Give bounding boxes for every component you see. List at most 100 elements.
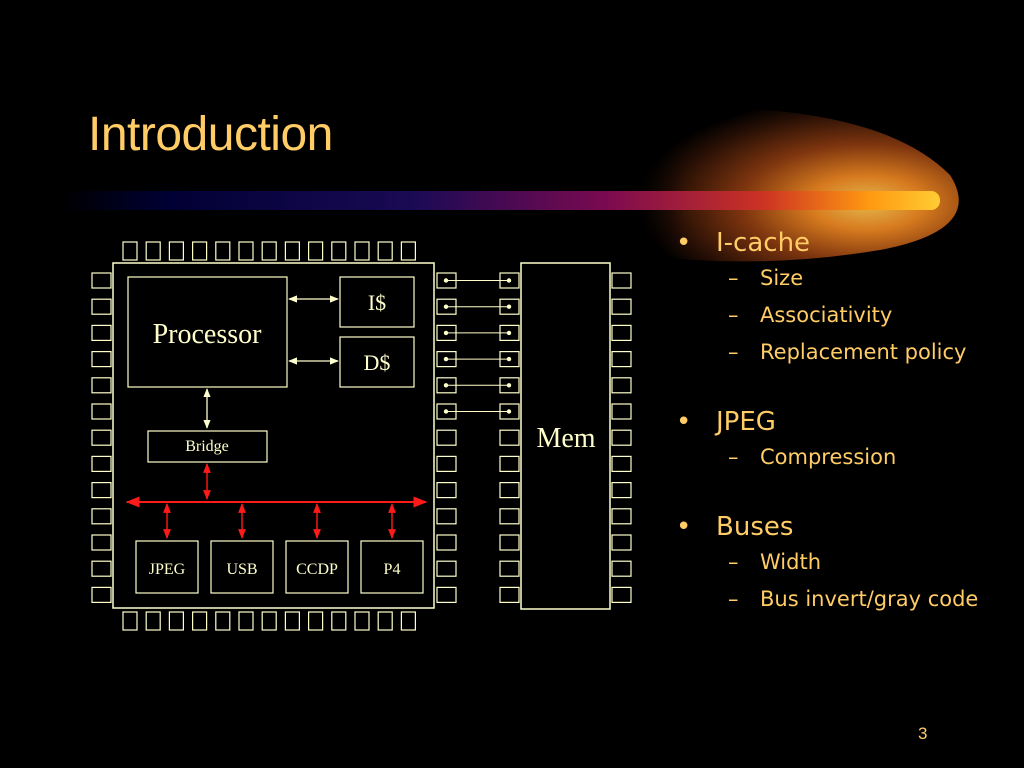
bullet-dot-icon: • bbox=[676, 512, 692, 542]
memory-pin-right bbox=[611, 272, 632, 289]
chip-pin-bottom bbox=[168, 611, 184, 631]
chip-pins bbox=[91, 241, 632, 631]
chip-pin-right bbox=[436, 586, 457, 604]
bullet-dot-icon: • bbox=[676, 228, 692, 258]
dash-bullet-icon: – bbox=[728, 550, 739, 574]
memory-pin-right bbox=[611, 298, 632, 315]
bullet-label: JPEG bbox=[716, 407, 776, 437]
chip-pin-left bbox=[91, 534, 112, 551]
chip-pin-top bbox=[261, 241, 277, 261]
chip-pin-right bbox=[436, 534, 457, 551]
chip-pin-right bbox=[436, 429, 457, 446]
sub-bullet-item: –Compression bbox=[676, 439, 1016, 476]
chip-pin-bottom bbox=[308, 611, 324, 631]
chip-pin-bottom bbox=[354, 611, 370, 631]
memory-pin-left bbox=[499, 429, 520, 446]
peripheral-label: CCDP bbox=[296, 561, 338, 578]
chip-pin-right bbox=[436, 508, 457, 525]
connection-dot bbox=[506, 356, 512, 362]
icache-box bbox=[339, 276, 415, 328]
sub-bullet-label: Associativity bbox=[760, 303, 893, 327]
sub-bullet-label: Compression bbox=[760, 445, 897, 469]
sub-bullet-item: –Width bbox=[676, 544, 1016, 581]
connection-dot bbox=[506, 278, 512, 283]
bridge-label: Bridge bbox=[185, 438, 229, 455]
sub-bullet-item: –Associativity bbox=[676, 297, 1016, 334]
chip-pin-left bbox=[91, 560, 112, 577]
memory-pin-right bbox=[611, 351, 632, 368]
connection-dot bbox=[506, 383, 512, 388]
chip-pin-left bbox=[91, 403, 112, 420]
memory-pin-left bbox=[499, 534, 520, 551]
chip-pin-bottom bbox=[192, 611, 208, 631]
memory-label: Mem bbox=[536, 423, 595, 454]
dash-bullet-icon: – bbox=[728, 266, 739, 290]
peripheral-box bbox=[210, 540, 274, 594]
chip-pin-left bbox=[91, 429, 112, 446]
memory-pin-left bbox=[499, 482, 520, 499]
chip-pin-right bbox=[436, 482, 457, 499]
memory-pin-right bbox=[611, 508, 632, 525]
chip-pin-left bbox=[91, 351, 112, 368]
peripheral-label: JPEG bbox=[149, 561, 186, 578]
chip-pin-bottom bbox=[122, 611, 138, 631]
chip-pin-top bbox=[331, 241, 347, 261]
memory-pin-right bbox=[611, 560, 632, 577]
memory-pin-right bbox=[611, 534, 632, 551]
chip-pin-top bbox=[377, 241, 393, 261]
connection-dot bbox=[506, 304, 512, 309]
bullet-group: •I-cache–Size–Associativity–Replacement … bbox=[676, 226, 1016, 371]
chip-pin-bottom bbox=[284, 611, 300, 631]
memory-pin-right bbox=[611, 429, 632, 446]
peripheral-box bbox=[360, 540, 424, 594]
bullet-list: •I-cache–Size–Associativity–Replacement … bbox=[676, 226, 1016, 652]
gradient-bar bbox=[60, 191, 940, 210]
peripheral-label: P4 bbox=[384, 561, 401, 578]
chip-pin-top bbox=[168, 241, 184, 261]
chip-pin-left bbox=[91, 455, 112, 472]
sub-bullet-item: –Replacement policy bbox=[676, 334, 1016, 371]
chip-pin-left bbox=[91, 508, 112, 525]
chip-pin-left bbox=[91, 298, 112, 315]
dash-bullet-icon: – bbox=[728, 303, 739, 327]
sub-bullet-item: –Bus invert/gray code bbox=[676, 581, 1016, 618]
chip-pin-bottom bbox=[261, 611, 277, 631]
peripheral-box bbox=[285, 540, 349, 594]
connection-dot bbox=[506, 409, 512, 414]
sub-bullet-label: Bus invert/gray code bbox=[760, 587, 979, 611]
chip-memory-links bbox=[443, 278, 512, 414]
memory-pin-right bbox=[611, 482, 632, 499]
sub-bullet-label: Replacement policy bbox=[760, 340, 967, 364]
chip-pin-left bbox=[91, 482, 112, 499]
comet-glow-fade bbox=[600, 95, 840, 275]
chip-pin-bottom bbox=[215, 611, 231, 631]
memory-pin-left bbox=[499, 455, 520, 472]
chip-pin-top bbox=[354, 241, 370, 261]
chip-pin-top bbox=[122, 241, 138, 261]
bullet-dot-icon: • bbox=[676, 407, 692, 437]
chip-pin-bottom bbox=[331, 611, 347, 631]
memory-pin-left bbox=[499, 508, 520, 525]
memory-outline bbox=[520, 262, 611, 610]
connection-dot bbox=[443, 278, 449, 283]
memory-pin-right bbox=[611, 455, 632, 472]
chip-pin-bottom bbox=[400, 611, 416, 631]
dcache-box bbox=[339, 336, 415, 388]
connection-dot bbox=[443, 356, 449, 362]
memory-pin-right bbox=[611, 586, 632, 604]
dash-bullet-icon: – bbox=[728, 340, 739, 364]
processor-box bbox=[127, 276, 288, 388]
chip-pin-left bbox=[91, 272, 112, 289]
connection-dot bbox=[506, 330, 512, 336]
chip-pin-top bbox=[215, 241, 231, 261]
slide-title: Introduction bbox=[88, 108, 333, 161]
connection-dot bbox=[443, 383, 449, 388]
chip-pin-top bbox=[308, 241, 324, 261]
connection-dot bbox=[443, 304, 449, 309]
bullet-item: • JPEG bbox=[676, 405, 1016, 439]
bullet-item: •I-cache bbox=[676, 226, 1016, 260]
chip-pin-top bbox=[400, 241, 416, 261]
